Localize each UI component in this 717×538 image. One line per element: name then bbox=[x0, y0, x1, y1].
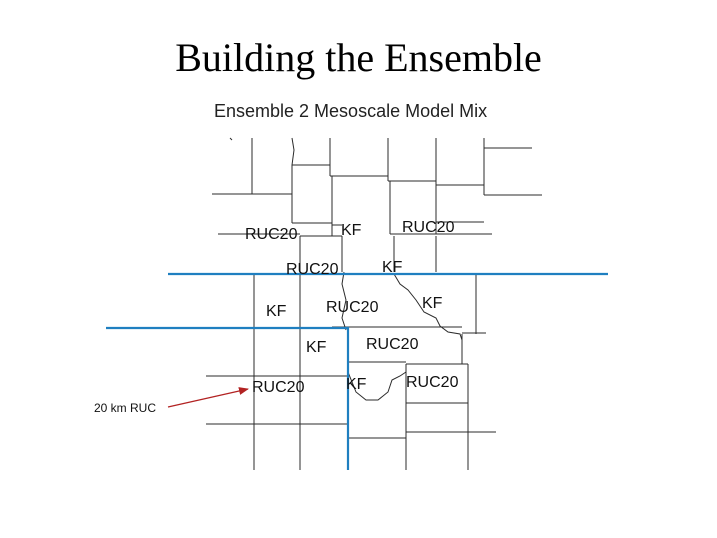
map-label: RUC20 bbox=[402, 219, 455, 236]
county-line bbox=[291, 137, 295, 194]
map-label: RUC20 bbox=[252, 379, 305, 396]
domain-boundaries bbox=[106, 272, 608, 470]
callout-arrow bbox=[167, 387, 249, 408]
map-label: RUC20 bbox=[406, 374, 459, 391]
county-line bbox=[229, 137, 233, 141]
map-label: KF bbox=[341, 222, 362, 239]
map-label: RUC20 bbox=[366, 336, 419, 353]
callout-label: 20 km RUC bbox=[94, 401, 156, 415]
map-label: RUC20 bbox=[286, 261, 339, 278]
county-lines bbox=[206, 137, 542, 470]
map-label: KF bbox=[382, 259, 403, 276]
map-label: KF bbox=[422, 295, 443, 312]
map-label: KF bbox=[346, 376, 367, 393]
county-line bbox=[393, 273, 463, 341]
map-label: RUC20 bbox=[245, 226, 298, 243]
county-line bbox=[341, 271, 347, 331]
map-label: KF bbox=[266, 303, 287, 320]
slide-title: Building the Ensemble bbox=[175, 35, 542, 80]
model-labels: RUC20 KF RUC20 RUC20 KF KF RUC20 KF KF R… bbox=[245, 219, 459, 396]
domain-boundary-line bbox=[106, 326, 350, 470]
county-line bbox=[347, 371, 407, 401]
map-title: Ensemble 2 Mesoscale Model Mix bbox=[214, 101, 488, 121]
map-label: RUC20 bbox=[326, 299, 379, 316]
map-label: KF bbox=[306, 339, 327, 356]
